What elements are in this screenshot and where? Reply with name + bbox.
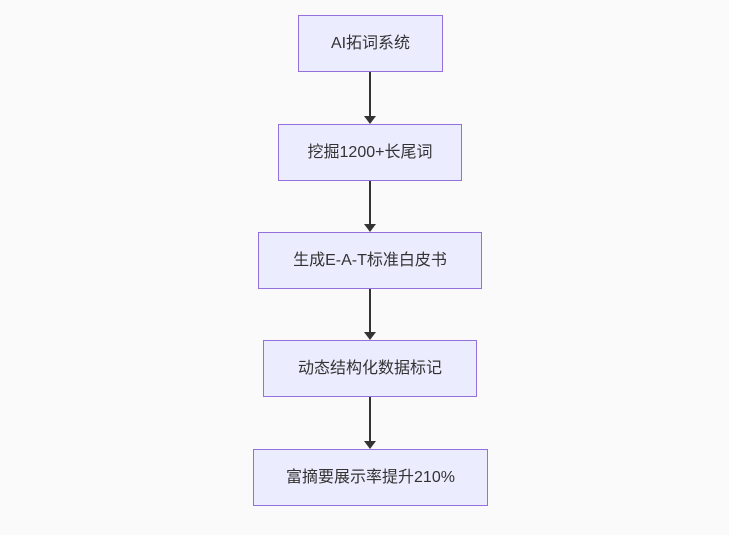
arrow-down-icon [364,224,376,232]
flowchart-node-step-5: 富摘要展示率提升210% [253,449,488,506]
flowchart-node-step-3: 生成E-A-T标准白皮书 [258,232,482,289]
flowchart-node-step-2: 挖掘1200+长尾词 [278,124,462,181]
arrow-down-icon [364,441,376,449]
flow-arrow-line-4 [369,397,371,441]
flowchart-node-step-1: AI拓词系统 [298,15,443,72]
flow-arrow-line-3 [369,289,371,332]
flow-arrow-line-2 [369,181,371,224]
flow-arrow-line-1 [369,72,371,116]
arrow-down-icon [364,332,376,340]
flowchart-node-step-4: 动态结构化数据标记 [263,340,477,397]
arrow-down-icon [364,116,376,124]
